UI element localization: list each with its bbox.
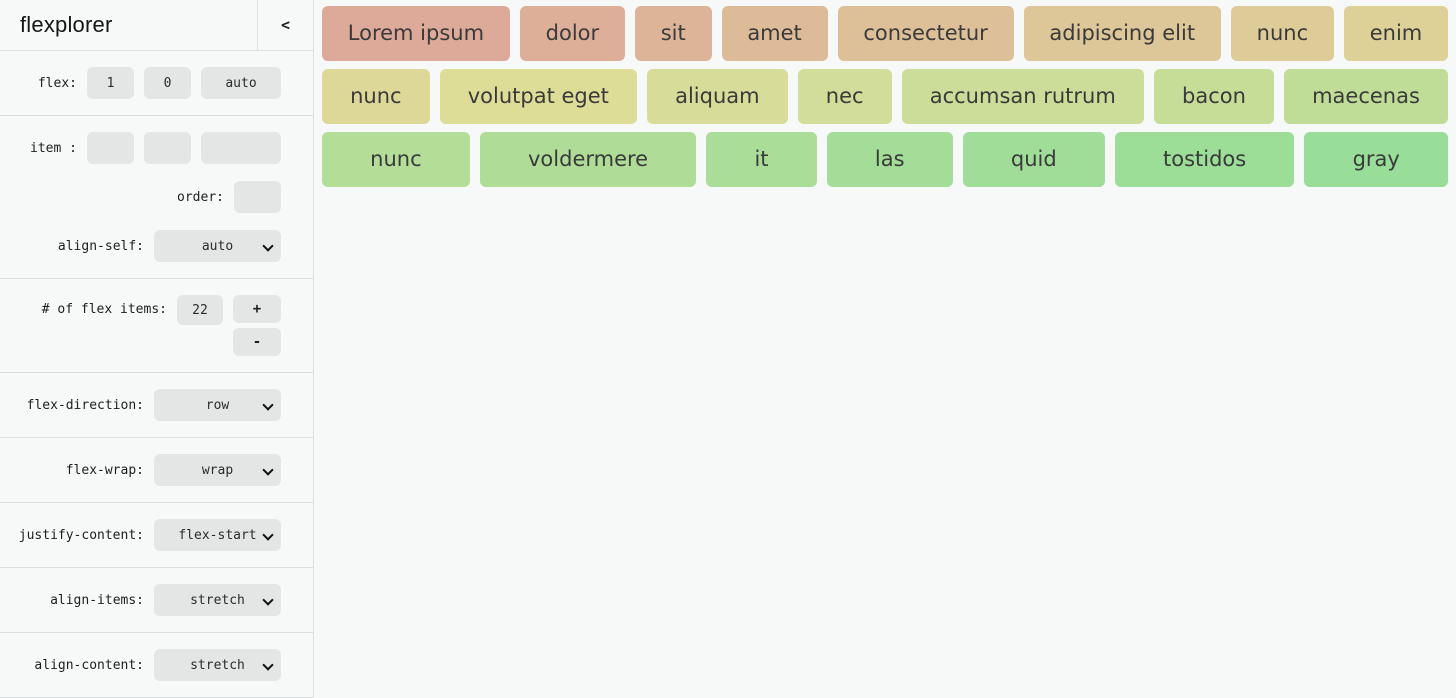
flex-wrap-label: flex-wrap: <box>65 462 144 478</box>
minus-icon: - <box>252 334 262 350</box>
justify-content-row: justify-content: flex-start <box>0 519 297 551</box>
align-content-label: align-content: <box>34 657 144 673</box>
order-label: order: <box>177 189 224 205</box>
flex-row: flex: <box>0 67 297 99</box>
flex-item: amet <box>721 6 828 61</box>
flex-item: nunc <box>322 132 470 187</box>
flex-direction-row: flex-direction: row <box>0 389 297 421</box>
justify-content-value: flex-start <box>178 527 257 543</box>
flex-item: nunc <box>322 69 430 124</box>
flex-direction-value: row <box>205 397 230 413</box>
chevron-down-icon <box>264 661 272 669</box>
flex-label: flex: <box>37 75 77 91</box>
chevron-down-icon <box>264 401 272 409</box>
flex-item: consectetur <box>837 6 1014 61</box>
align-content-select[interactable]: stretch <box>154 649 281 681</box>
flex-item: sit <box>634 6 712 61</box>
flex-direction-select[interactable]: row <box>154 389 281 421</box>
align-items-row: align-items: stretch <box>0 584 297 616</box>
flex-wrap-value: wrap <box>201 462 234 478</box>
align-items-value: stretch <box>190 592 245 608</box>
flex-wrap-row: flex-wrap: wrap <box>0 454 297 486</box>
justify-content-select[interactable]: flex-start <box>154 519 281 551</box>
flex-basis-input[interactable] <box>201 67 281 99</box>
flex-item: quid <box>962 132 1105 187</box>
align-content-value: stretch <box>190 657 245 673</box>
flex-item: nec <box>797 69 892 124</box>
chevron-down-icon <box>264 596 272 604</box>
flex-item: aliquam <box>647 69 788 124</box>
sidebar-header: flexplorer < <box>0 0 313 51</box>
order-row: order: <box>0 181 297 213</box>
flex-item: bacon <box>1153 69 1274 124</box>
item-count-stepper: + - <box>233 295 281 356</box>
chevron-down-icon <box>264 242 272 250</box>
item-count-row: # of flex items: + - <box>0 295 297 356</box>
flex-item: dolor <box>519 6 625 61</box>
chevron-down-icon <box>264 531 272 539</box>
align-items-select[interactable]: stretch <box>154 584 281 616</box>
align-self-select[interactable]: auto <box>154 230 281 262</box>
item-grow-input[interactable] <box>87 132 134 164</box>
section-flex-wrap: flex-wrap: wrap <box>0 438 313 503</box>
order-input[interactable] <box>234 181 281 213</box>
sidebar: flexplorer < flex: item : order: align-s… <box>0 0 314 698</box>
plus-icon: + <box>252 301 262 317</box>
flex-item: enim <box>1343 6 1449 61</box>
item-shrink-input[interactable] <box>144 132 191 164</box>
chevron-left-icon: < <box>280 16 291 34</box>
flex-item: volutpat eget <box>439 69 637 124</box>
flex-item: tostidos <box>1114 132 1295 187</box>
align-self-row: align-self: auto <box>0 230 297 262</box>
align-self-value: auto <box>201 238 234 254</box>
section-flex-direction: flex-direction: row <box>0 373 313 438</box>
add-item-button[interactable]: + <box>233 295 281 323</box>
container-property-sections: flex-direction: row flex-wrap: wrap justify-… <box>0 373 313 698</box>
section-justify-content: justify-content: flex-start <box>0 503 313 568</box>
flex-direction-label: flex-direction: <box>26 397 144 413</box>
item-basis-input[interactable] <box>201 132 281 164</box>
item-label: item : <box>30 140 77 156</box>
remove-item-button[interactable]: - <box>233 328 281 356</box>
section-flex-shorthand: flex: <box>0 51 313 116</box>
item-count-label: # of flex items: <box>41 302 167 317</box>
chevron-down-icon <box>264 466 272 474</box>
section-align-content: align-content: stretch <box>0 633 313 698</box>
align-items-label: align-items: <box>50 592 144 608</box>
flex-wrap-select[interactable]: wrap <box>154 454 281 486</box>
flex-item: nunc <box>1230 6 1334 61</box>
app-title: flexplorer <box>20 12 113 37</box>
flex-item: adipiscing elit <box>1023 6 1221 61</box>
section-item-count: # of flex items: + - <box>0 279 313 373</box>
item-row: item : <box>0 132 297 164</box>
sidebar-collapse-button[interactable]: < <box>257 0 313 50</box>
flex-item: gray <box>1304 132 1449 187</box>
justify-content-label: justify-content: <box>18 527 144 543</box>
align-self-label: align-self: <box>57 238 144 254</box>
section-align-items: align-items: stretch <box>0 568 313 633</box>
flex-grow-input[interactable] <box>87 67 134 99</box>
flex-item: it <box>706 132 817 187</box>
flex-shrink-input[interactable] <box>144 67 191 99</box>
flex-item: Lorem ipsum <box>322 6 510 61</box>
flex-item: maecenas <box>1284 69 1449 124</box>
item-count-input[interactable] <box>177 295 223 325</box>
flex-item: las <box>826 132 953 187</box>
section-item: item : order: align-self: auto <box>0 116 313 279</box>
flex-item: accumsan rutrum <box>901 69 1144 124</box>
flex-item: voldermere <box>479 132 697 187</box>
align-content-row: align-content: stretch <box>0 649 297 681</box>
